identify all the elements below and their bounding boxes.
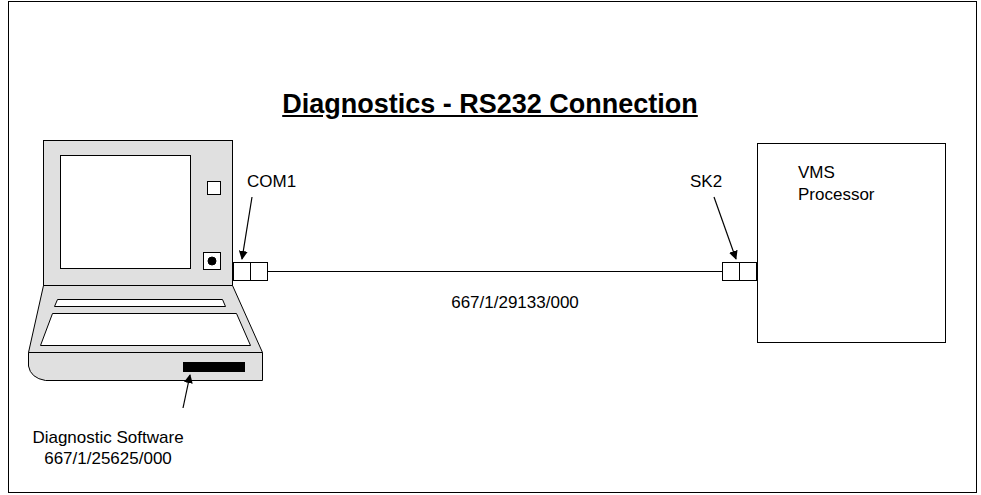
leader-arrow [183, 375, 190, 408]
serial-cable [268, 271, 722, 272]
frame-border [9, 2, 977, 493]
port-label: SK2 [690, 172, 722, 192]
port-label: COM1 [247, 172, 296, 192]
leader-arrow [714, 197, 736, 259]
cable-part-number: 667/1/29133/000 [451, 293, 579, 313]
box-label: VMS Processor [798, 162, 908, 206]
laptop-symbol [29, 141, 263, 381]
processor-box: VMS Processor [757, 143, 946, 343]
diagram-title: Diagnostics - RS232 Connection [282, 88, 698, 120]
software-label: Diagnostic Software [32, 428, 183, 448]
leader-arrow [242, 197, 252, 259]
connector-plug [234, 263, 757, 281]
software-part-number: 667/1/25625/000 [44, 449, 172, 469]
